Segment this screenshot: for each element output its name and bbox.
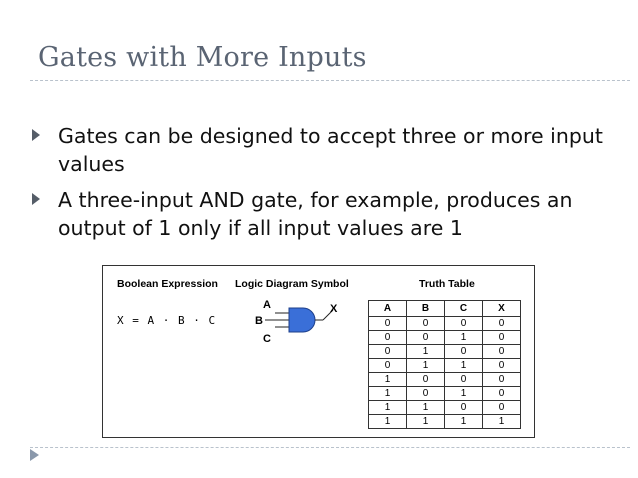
truth-table-header: C [444, 300, 483, 317]
boolean-expression: X = A · B · C [117, 314, 216, 327]
truth-table-cell: 0 [482, 316, 521, 331]
gate-input-b-label: B [255, 315, 263, 327]
bullet-arrow-icon [32, 129, 40, 141]
truth-table-heading: Truth Table [419, 278, 475, 290]
truth-table-row: 1 0 0 0 [368, 372, 521, 387]
truth-table-cell: 0 [444, 400, 483, 415]
and-gate-body [288, 307, 316, 333]
and-gate-symbol: A B C X [255, 299, 338, 345]
truth-table-cell: 0 [444, 372, 483, 387]
bullet-list: Gates can be designed to accept three or… [30, 122, 610, 250]
truth-table-cell: 1 [406, 344, 445, 359]
truth-table-cell: 1 [368, 386, 407, 401]
truth-table-cell: 0 [406, 372, 445, 387]
bullet-item: A three-input AND gate, for example, pro… [30, 186, 610, 242]
bullet-text: A three-input AND gate, for example, pro… [58, 188, 573, 240]
truth-table-row: 0 0 1 0 [368, 330, 521, 345]
truth-table-row: 0 0 0 0 [368, 316, 521, 331]
truth-table-cell: 1 [406, 414, 445, 429]
truth-table-row: 0 1 1 0 [368, 358, 521, 373]
truth-table-cell: 0 [368, 358, 407, 373]
logic-diagram-heading: Logic Diagram Symbol [235, 278, 349, 290]
output-wire-diagonal [322, 309, 334, 321]
truth-table-row: 0 1 0 0 [368, 344, 521, 359]
corner-arrow-icon [30, 449, 39, 461]
boolean-expression-heading: Boolean Expression [117, 278, 218, 290]
truth-table-header: A [368, 300, 407, 317]
truth-table-cell: 1 [444, 358, 483, 373]
truth-table-header: B [406, 300, 445, 317]
truth-table-header-row: A B C X [368, 300, 521, 317]
title-divider [30, 80, 630, 81]
truth-table-cell: 0 [406, 316, 445, 331]
truth-table-cell: 1 [482, 414, 521, 429]
truth-table: A B C X 0 0 0 0 0 0 1 0 0 1 0 [368, 300, 521, 429]
and-gate-figure: Boolean Expression Logic Diagram Symbol … [102, 265, 535, 438]
bullet-text: Gates can be designed to accept three or… [58, 124, 603, 176]
truth-table-cell: 0 [444, 344, 483, 359]
bullet-arrow-icon [32, 193, 40, 205]
truth-table-cell: 1 [444, 386, 483, 401]
bullet-item: Gates can be designed to accept three or… [30, 122, 610, 178]
truth-table-cell: 1 [368, 414, 407, 429]
gate-output-x-label: X [330, 303, 338, 315]
truth-table-cell: 1 [406, 358, 445, 373]
gate-input-a-label: A [263, 299, 271, 311]
slide-title: Gates with More Inputs [38, 42, 367, 73]
truth-table-cell: 0 [406, 386, 445, 401]
truth-table-cell: 0 [406, 330, 445, 345]
truth-table-cell: 0 [368, 330, 407, 345]
truth-table-cell: 1 [406, 400, 445, 415]
truth-table-cell: 0 [368, 316, 407, 331]
truth-table-row: 1 1 1 1 [368, 414, 521, 429]
truth-table-header: X [482, 300, 521, 317]
truth-table-cell: 0 [482, 372, 521, 387]
truth-table-cell: 0 [368, 344, 407, 359]
truth-table-cell: 0 [444, 316, 483, 331]
truth-table-cell: 0 [482, 330, 521, 345]
gate-input-c-label: C [263, 333, 271, 345]
truth-table-cell: 1 [368, 400, 407, 415]
truth-table-row: 1 0 1 0 [368, 386, 521, 401]
truth-table-cell: 0 [482, 386, 521, 401]
truth-table-cell: 1 [444, 414, 483, 429]
truth-table-row: 1 1 0 0 [368, 400, 521, 415]
truth-table-cell: 0 [482, 358, 521, 373]
truth-table-cell: 0 [482, 400, 521, 415]
truth-table-cell: 1 [444, 330, 483, 345]
truth-table-cell: 0 [482, 344, 521, 359]
footer-divider [30, 447, 630, 448]
truth-table-cell: 1 [368, 372, 407, 387]
